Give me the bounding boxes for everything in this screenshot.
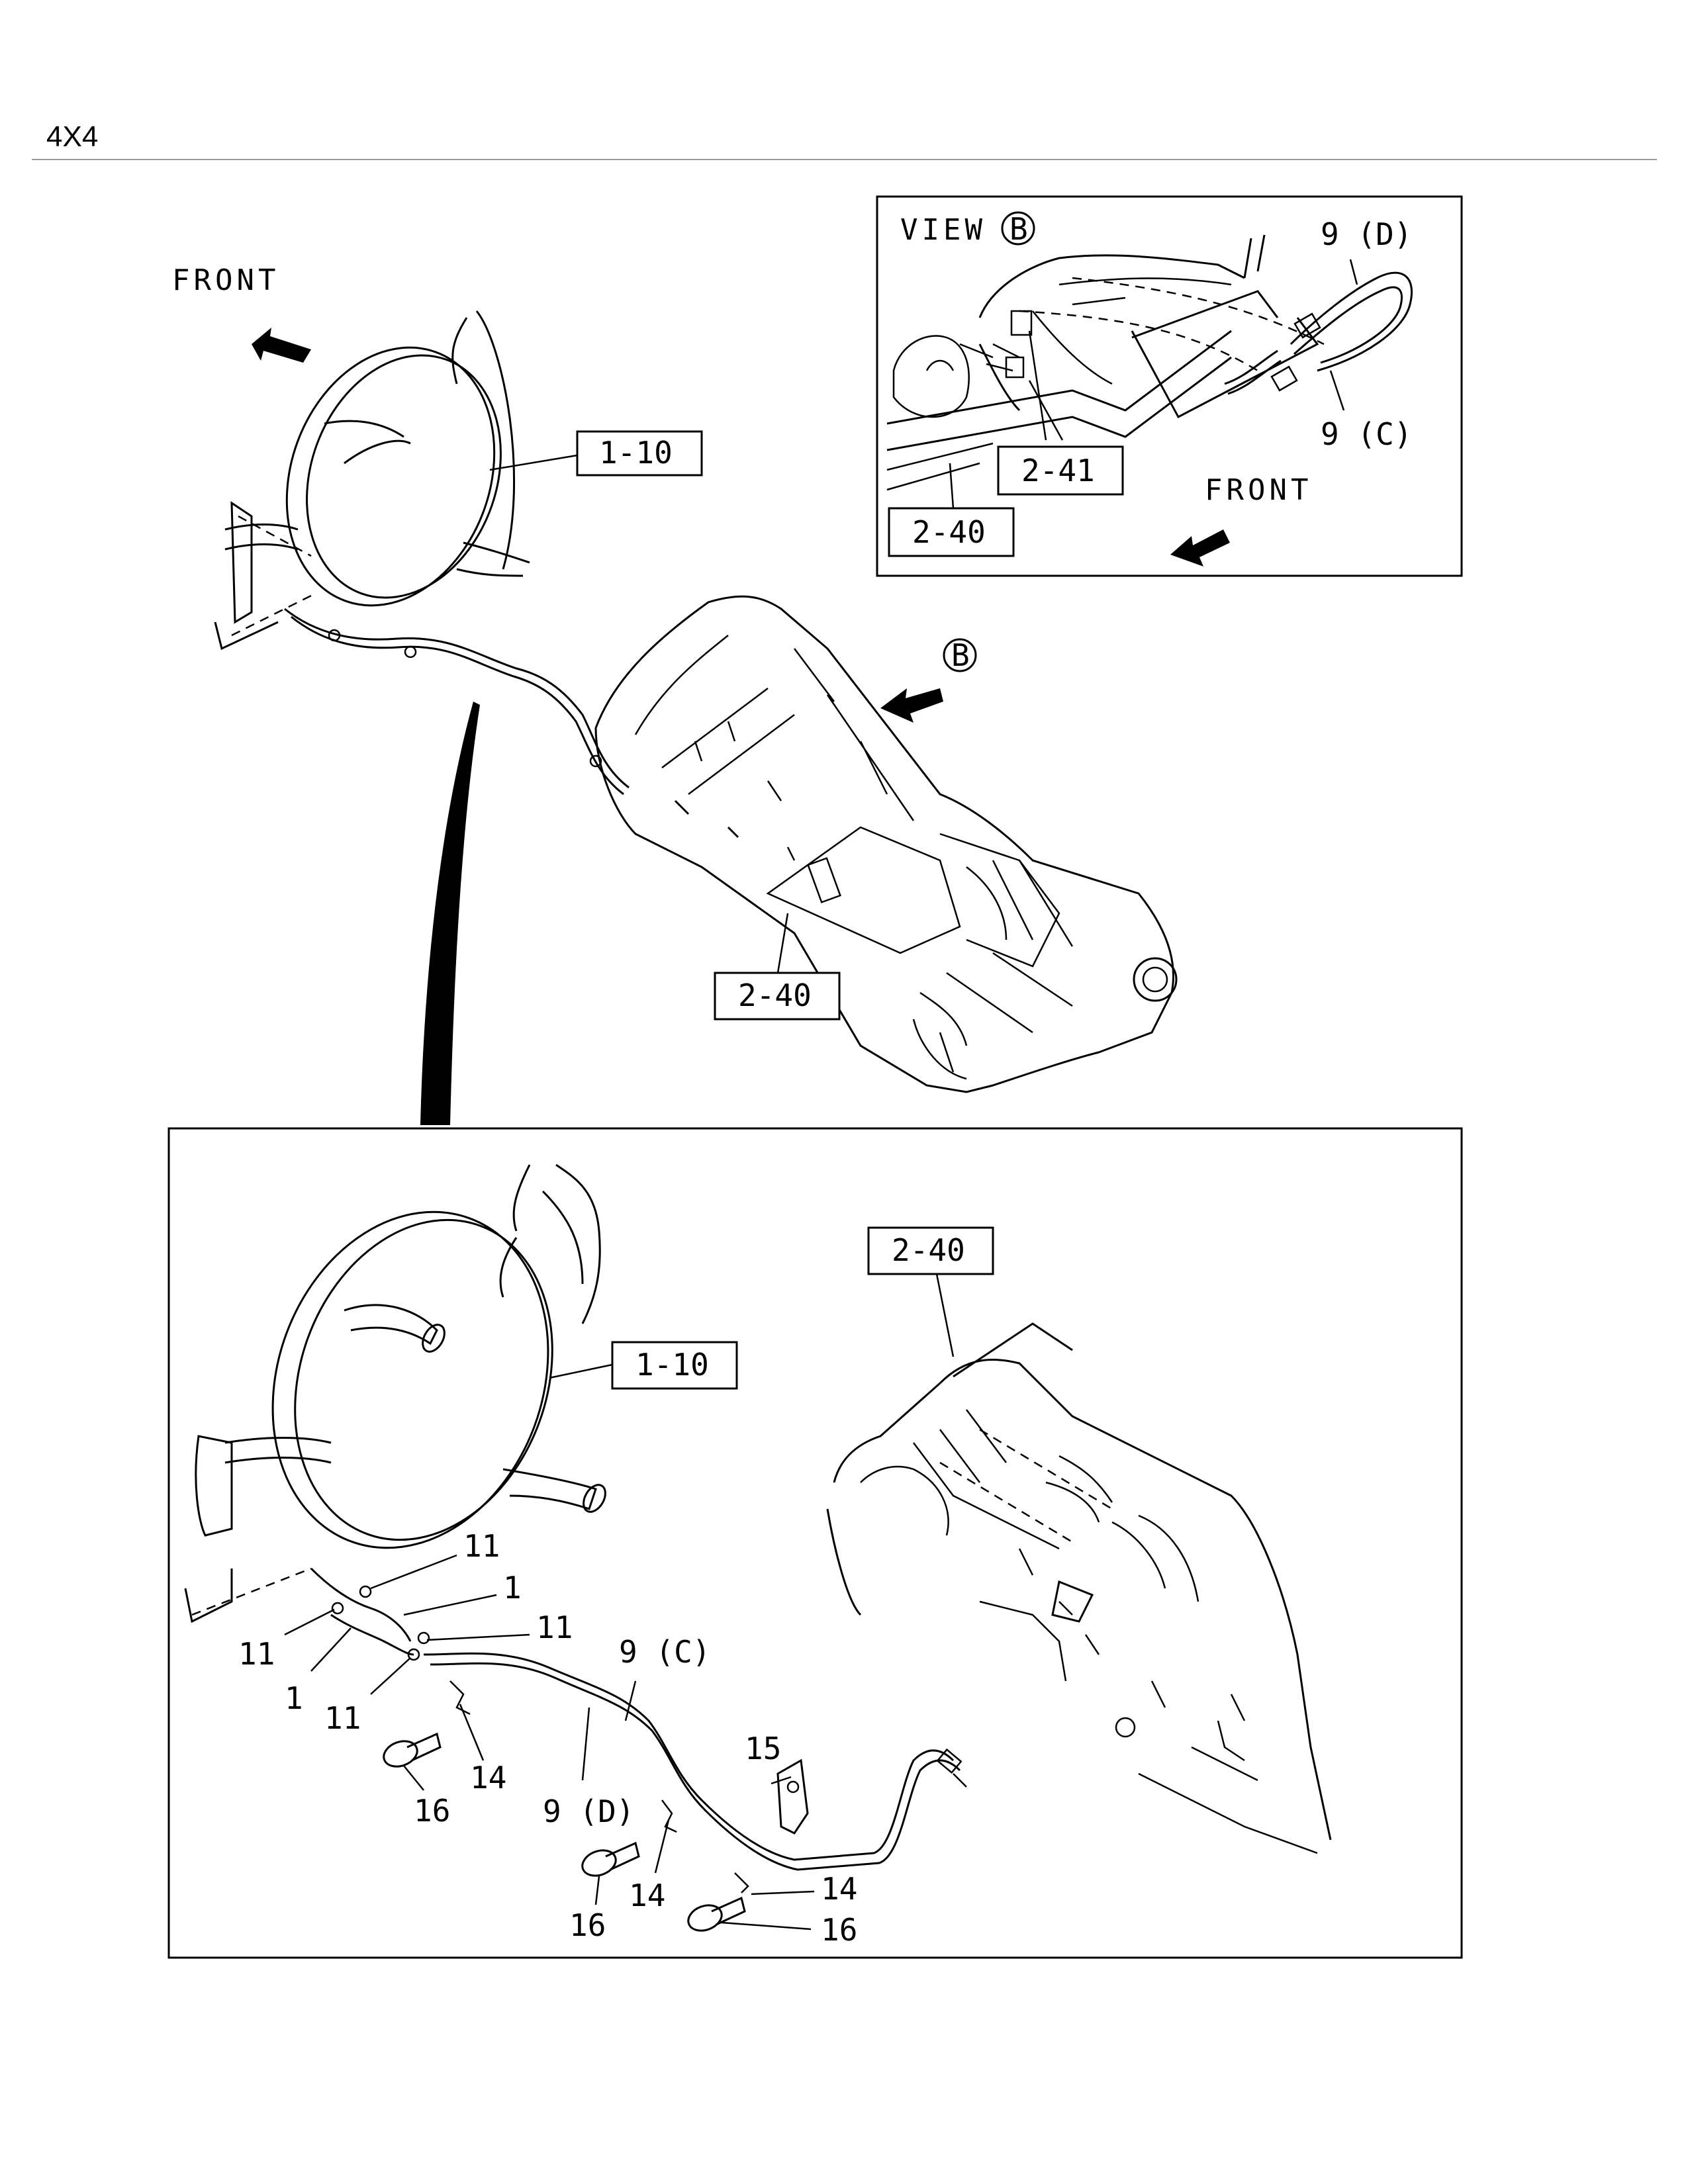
callout-11-d-text: 11	[324, 1700, 361, 1736]
view-b-title-letter: B	[1009, 211, 1028, 247]
callout-9c-detail: 9 (C)	[619, 1634, 710, 1721]
transmission-detail	[826, 1322, 1332, 1854]
view-b-frame	[876, 195, 1463, 577]
fan-shroud-detail	[184, 1163, 606, 1623]
detail-view: 2-40 1-10 11 1 11 11 1 11	[167, 1127, 1463, 1959]
detail-frame	[167, 1127, 1463, 1959]
callout-16-c: 16	[721, 1912, 857, 1948]
callout-1-10-top: 1-10	[489, 430, 703, 477]
callout-16-a-text: 16	[414, 1793, 450, 1829]
bracket-15-drawing	[776, 1758, 809, 1835]
view-b-marker-top: B	[880, 637, 977, 723]
front-label-view-b: FRONT	[1205, 473, 1312, 507]
callout-14-c-text: 14	[821, 1871, 857, 1907]
callout-14-b-text: 14	[629, 1878, 665, 1913]
callout-9c-detail-text: 9 (C)	[619, 1634, 710, 1670]
callout-15: 15	[745, 1731, 792, 1785]
callout-11-b: 11	[426, 1610, 573, 1645]
callout-2-40-top-text: 2-40	[738, 978, 812, 1013]
front-label-top: FRONT	[172, 263, 279, 297]
callout-11-b-text: 11	[536, 1610, 573, 1645]
page-title: 4X4	[46, 120, 99, 153]
callout-11-c: 11	[238, 1608, 335, 1672]
callout-16-a: 16	[403, 1765, 450, 1829]
view-b-arrow-top	[880, 688, 943, 723]
callout-1-10-top-text: 1-10	[599, 435, 673, 471]
callout-11-d: 11	[324, 1657, 411, 1736]
callout-14-a: 14	[459, 1704, 506, 1796]
callout-16-b-text: 16	[569, 1907, 606, 1943]
callout-1-a-text: 1	[503, 1570, 522, 1606]
top-overview: FRONT	[172, 263, 1178, 1125]
callout-2-41-text: 2-41	[1021, 453, 1095, 488]
callout-11-a-text: 11	[463, 1528, 500, 1564]
callout-9d-detail: 9 (D)	[543, 1707, 634, 1829]
callout-1-a: 1	[403, 1570, 522, 1616]
callout-11-a: 11	[370, 1528, 500, 1590]
callout-9c-view-b-text: 9 (C)	[1321, 416, 1412, 452]
callout-9d-detail-text: 9 (D)	[543, 1794, 634, 1829]
callout-14-b: 14	[629, 1819, 670, 1913]
callout-16-c-text: 16	[821, 1912, 857, 1948]
callout-14-c: 14	[751, 1871, 857, 1907]
callout-2-40-view-b: 2-40	[888, 463, 1015, 557]
callout-1-b-text: 1	[285, 1680, 303, 1716]
view-b-inset: VIEW B 9 (D) 9 (	[876, 195, 1463, 577]
callout-16-b: 16	[569, 1876, 606, 1943]
header-divider	[32, 159, 1657, 160]
detail-pointer	[420, 702, 480, 1125]
callout-1-10-detail: 1-10	[549, 1341, 738, 1390]
callout-1-b: 1	[285, 1627, 352, 1716]
callout-9d-view-b: 9 (D)	[1321, 216, 1412, 285]
callout-2-40-top: 2-40	[714, 913, 841, 1021]
callout-9d-view-b-text: 9 (D)	[1321, 216, 1412, 252]
front-arrow-top	[252, 328, 311, 363]
callout-9c-view-b: 9 (C)	[1321, 370, 1412, 452]
hoses-and-clips-detail	[310, 1567, 967, 1871]
cooler-pipes-top	[284, 608, 630, 796]
callout-2-40-detail: 2-40	[867, 1226, 994, 1357]
view-b-drawing	[886, 234, 1413, 491]
front-arrow-view-b	[1170, 529, 1230, 567]
callout-2-40-view-b-text: 2-40	[912, 514, 986, 550]
view-b-title: VIEW	[900, 213, 986, 247]
callout-2-41: 2-41	[997, 330, 1124, 496]
callout-2-40-detail-text: 2-40	[892, 1232, 965, 1268]
callout-1-10-detail-text: 1-10	[635, 1347, 709, 1383]
callout-15-text: 15	[745, 1731, 781, 1766]
callout-11-c-text: 11	[238, 1636, 275, 1672]
fan-shroud-drawing	[214, 310, 530, 651]
transmission-drawing-top	[594, 595, 1178, 1093]
view-b-letter-top: B	[951, 637, 970, 673]
callout-14-a-text: 14	[470, 1760, 506, 1796]
